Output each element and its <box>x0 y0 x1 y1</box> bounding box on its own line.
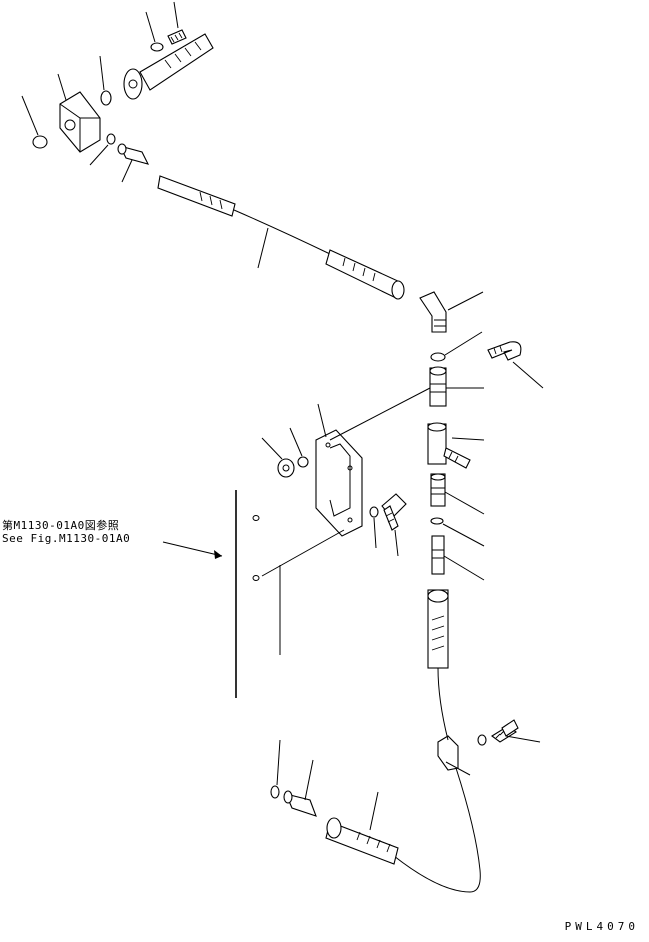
hose-top <box>157 175 405 300</box>
bolt-bracket <box>381 493 407 557</box>
washer-clamp <box>477 734 487 746</box>
elbow-fitting-top <box>117 143 150 183</box>
elbow-fitting-right <box>419 291 484 333</box>
reference-note-jp: 第M1130-01A0図参照 <box>2 519 120 532</box>
hose-right-end <box>427 589 449 669</box>
o-ring-top <box>99 55 112 106</box>
reference-note-en: See Fig.M1130-01A0 <box>2 532 131 545</box>
drawing-code: PWL4070 <box>564 920 639 933</box>
o-ring-bottom <box>270 739 281 799</box>
clamp <box>437 735 471 776</box>
flange-hose-end <box>123 33 214 100</box>
bracket <box>315 403 363 537</box>
frame-reference <box>162 490 345 698</box>
washer-bracket-bolt <box>369 506 379 549</box>
o-ring-right-2 <box>430 517 485 547</box>
valve-cock <box>427 422 485 469</box>
bolt-clamp <box>491 719 541 743</box>
tee-fitting <box>429 366 484 407</box>
small-hose-loop <box>487 341 544 389</box>
top-washer <box>145 11 164 52</box>
hose-bottom <box>325 667 481 893</box>
elbow-fitting-bottom <box>283 759 317 817</box>
nut-left <box>261 437 295 478</box>
adapter-right <box>430 473 485 515</box>
washer-left <box>289 427 309 468</box>
o-ring-right-1 <box>430 331 483 362</box>
cover-plate <box>21 95 48 149</box>
top-bolt <box>167 1 187 45</box>
o-ring-2 <box>89 133 116 166</box>
split-flange-block <box>57 73 101 153</box>
nipple-right <box>431 535 485 581</box>
